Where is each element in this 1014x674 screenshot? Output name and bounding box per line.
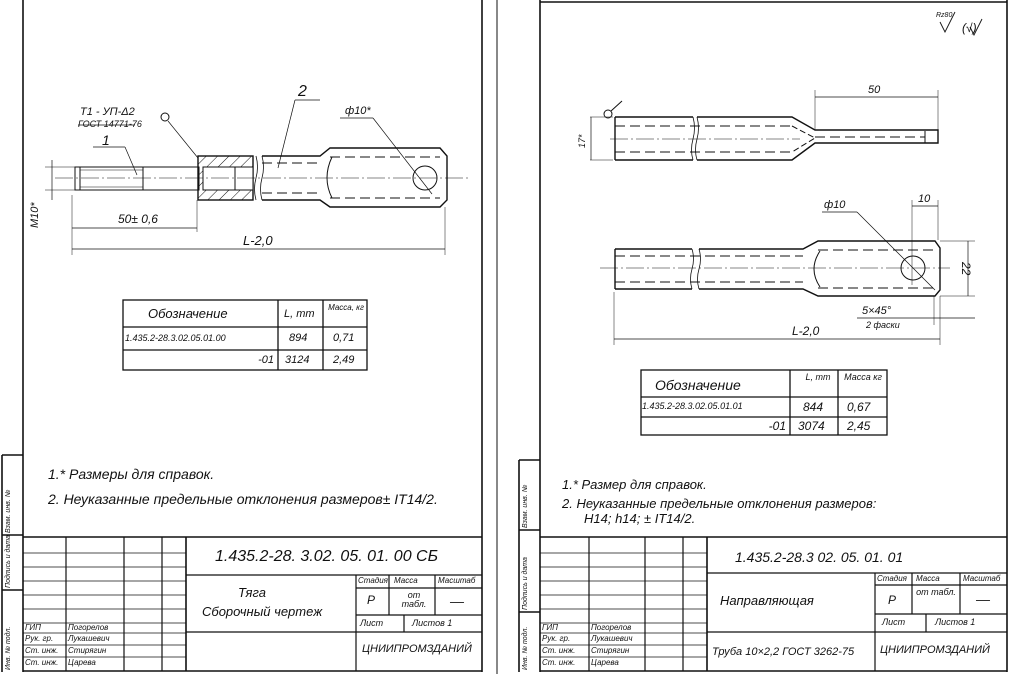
mass-label: Масса xyxy=(394,576,418,585)
hole-diameter-label: ф10* xyxy=(345,105,371,117)
dim-50-label: 50 xyxy=(868,84,881,96)
thread-size-label: М10* xyxy=(29,202,41,228)
person-name: Погорелов xyxy=(591,623,632,632)
role-label: Ст. инж. xyxy=(542,658,576,667)
table-cell: 0,71 xyxy=(333,332,355,344)
person-name: Стирягин xyxy=(68,646,107,655)
stage-label: Стадия xyxy=(358,576,388,585)
chamfer-note: 2 фаски xyxy=(866,320,900,330)
sheet-label: Лист xyxy=(360,618,384,628)
person-name: Царева xyxy=(591,658,619,667)
part-1-callout: 1 xyxy=(102,132,110,148)
table-cell: 0,67 xyxy=(847,400,871,414)
organization: ЦНИИПРОМЗДАНИЙ xyxy=(362,643,472,655)
right-part-drawing xyxy=(590,11,983,345)
left-assembly-drawing xyxy=(45,99,470,255)
drawing-designation: 1.435.2-28.3 02. 05. 01. 01 xyxy=(735,549,904,565)
roughness-label: Rz80 xyxy=(936,12,953,19)
total-length-dimension: L-2,0 xyxy=(243,233,273,248)
table-cell: 894 xyxy=(289,332,308,344)
note-2-tolerances: H14; h14; ± IT14/2. xyxy=(584,511,696,526)
total-length-dimension: L-2,0 xyxy=(792,324,820,338)
drawing-designation: 1.435.2-28. 3.02. 05. 01. 00 СБ xyxy=(215,548,439,565)
part-2-callout: 2 xyxy=(298,83,307,100)
dim-10-label: 10 xyxy=(918,193,931,205)
drawing-type: Сборочный чертеж xyxy=(202,604,323,619)
sheets-count: Листов 1 xyxy=(412,618,453,628)
side-stamp-inv-original: Инв. № подл. xyxy=(522,626,529,670)
organization: ЦНИИПРОМЗДАНИЙ xyxy=(880,644,990,656)
person-name: Стирягин xyxy=(591,646,630,655)
sheet-label: Лист xyxy=(882,617,906,627)
table-cell: 2,45 xyxy=(847,419,871,433)
drawing-name: Тяга xyxy=(238,585,266,600)
scale-value: — xyxy=(450,593,464,609)
side-stamp-signature-date: Подпись и дата xyxy=(522,557,529,610)
side-stamp-replaced-inv: Взам. инв. № xyxy=(522,484,529,528)
person-name: Погорелов xyxy=(68,623,109,632)
person-name: Царева xyxy=(68,658,96,667)
note-2: 2. Неуказанные предельные отклонения раз… xyxy=(562,496,877,511)
table-cell: 844 xyxy=(803,400,824,414)
scale-label: Масштаб xyxy=(438,576,476,585)
chamfer-label: 5×45° xyxy=(862,305,892,317)
table-header-length: L, mm xyxy=(284,308,315,320)
left-sheet-frame xyxy=(1,0,498,674)
weld-symbol-label: Т1 - УП-Δ2 xyxy=(80,106,135,118)
drawing-name: Направляющая xyxy=(720,593,814,608)
mass-value: от табл. xyxy=(916,587,956,597)
side-stamp-signature-date: Подпись и дата xyxy=(5,535,12,588)
side-stamp-replaced-inv: Взам. инв. № xyxy=(5,489,12,533)
stage-label: Стадия xyxy=(877,574,907,583)
table-cell: 1.435.2-28.3.02.05.01.00 xyxy=(125,333,226,343)
table-header-designation: Обозначение xyxy=(148,306,228,321)
role-label: Ст. инж. xyxy=(542,646,576,655)
note-2: 2. Неуказанные предельные отклонения раз… xyxy=(48,491,438,507)
right-title-block-grid xyxy=(540,536,1007,671)
table-cell: -01 xyxy=(768,419,786,433)
note-1: 1.* Размеры для справок. xyxy=(48,466,215,482)
table-cell: -01 xyxy=(258,354,274,366)
person-name: Лукашевич xyxy=(591,634,633,643)
table-cell: 1.435.2-28.3.02.05.01.01 xyxy=(642,401,743,411)
table-header-mass: Масса, кг xyxy=(328,303,364,312)
note-1: 1.* Размер для справок. xyxy=(562,477,707,492)
table-cell: 3124 xyxy=(285,354,310,366)
role-label: ГИП xyxy=(542,623,558,632)
dim-22-label: 22 xyxy=(959,262,973,276)
right-sheet-frame xyxy=(518,0,1008,672)
material-spec: Труба 10×2,2 ГОСТ 3262-75 xyxy=(712,646,855,658)
scale-value: — xyxy=(976,591,990,607)
role-label: Рук. гр. xyxy=(542,634,571,643)
mass-label: Масса xyxy=(916,574,940,583)
dia17-label: 17* xyxy=(577,134,587,148)
table-cell: 2,49 xyxy=(333,354,355,366)
sheets-count: Листов 1 xyxy=(935,617,976,627)
side-stamp-inv-original: Инв. № подл. xyxy=(5,626,12,670)
table-cell: 3074 xyxy=(798,419,825,433)
right-spec-table-grid xyxy=(640,369,888,436)
table-header-designation: Обозначение xyxy=(655,377,741,393)
stage-value: Р xyxy=(367,593,376,607)
table-header-mass: Масса кг xyxy=(844,372,882,382)
weld-standard-label: ГОСТ 14771-76 xyxy=(78,119,142,129)
person-name: Лукашевич xyxy=(68,634,110,643)
role-label: Ст. инж. xyxy=(25,646,59,655)
role-label: ГИП xyxy=(25,623,41,632)
role-label: Ст. инж. xyxy=(25,658,59,667)
left-spec-table-grid xyxy=(122,299,368,371)
thread-length-dimension: 50± 0,6 xyxy=(118,212,158,226)
hole-diameter-label: ф10 xyxy=(824,199,846,211)
table-header-length: L, mm xyxy=(805,372,831,382)
roughness-other: (√) xyxy=(962,21,977,35)
scale-label: Масштаб xyxy=(963,574,1001,583)
stage-value: Р xyxy=(888,593,897,607)
role-label: Рук. гр. xyxy=(25,634,54,643)
left-title-block-grid xyxy=(23,536,482,671)
mass-value: от табл. xyxy=(401,590,427,609)
